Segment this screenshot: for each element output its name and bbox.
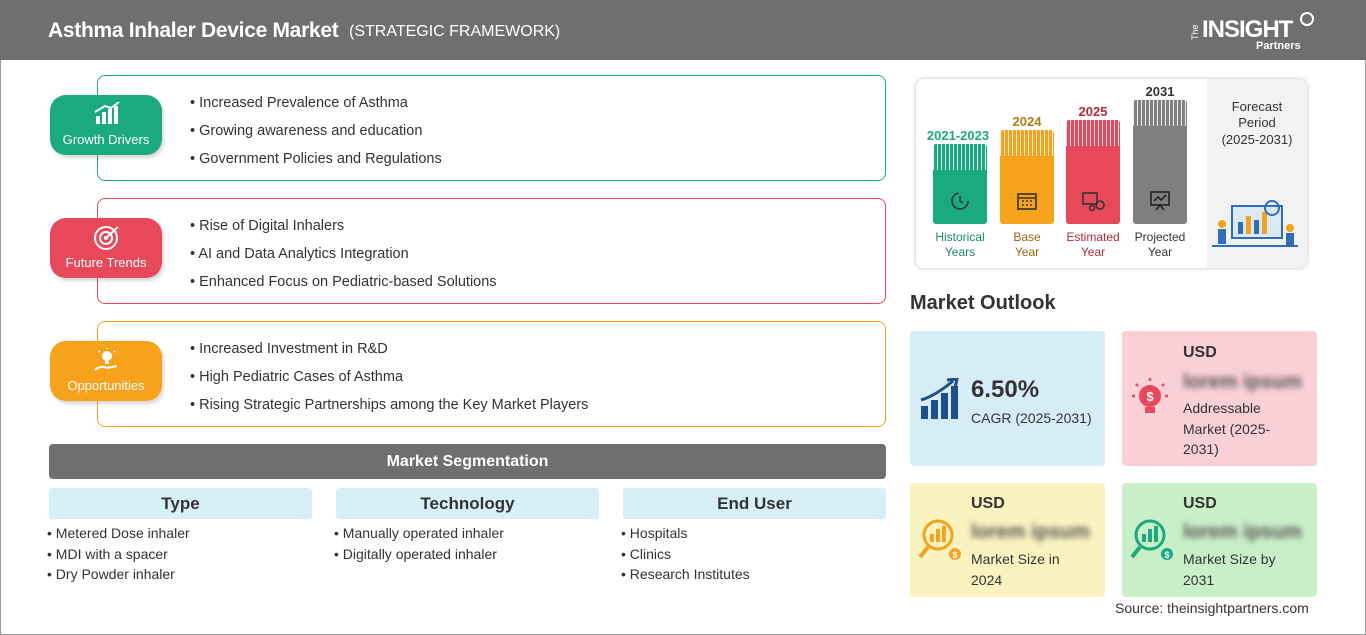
growth-drivers-label: Growth Drivers: [62, 132, 150, 147]
market-outlook-title: Market Outlook: [910, 292, 1056, 314]
magnifier-chart-icon: $: [1130, 519, 1173, 560]
page-title: Asthma Inhaler Device Market: [48, 19, 339, 42]
list-item: Enhanced Focus on Pediatric-based Soluti…: [190, 274, 496, 302]
bar-year-estimated: 2025: [1078, 104, 1108, 119]
list-item: Manually operated inhaler: [334, 525, 504, 546]
segment-list-technology: Manually operated inhaler Digitally oper…: [334, 525, 504, 566]
list-item: Dry Powder inhaler: [47, 566, 190, 587]
list-item: Growing awareness and education: [190, 123, 442, 151]
list-item: High Pediatric Cases of Asthma: [190, 369, 588, 397]
size-2024-usd: USD: [971, 495, 1005, 512]
list-item: Rising Strategic Partnerships among the …: [190, 397, 588, 425]
list-item: Research Institutes: [621, 566, 750, 587]
cagr-label: CAGR (2025-2031): [971, 410, 1092, 426]
list-item: Government Policies and Regulations: [190, 151, 442, 179]
projection-board-icon: [1150, 191, 1170, 211]
future-trends-list: Rise of Digital Inhalers AI and Data Ana…: [190, 218, 497, 302]
growth-chart-icon: [94, 102, 120, 124]
forecast-period-range: (2025-2031): [1221, 132, 1293, 147]
bar-year-historical: 2021-2023: [926, 128, 990, 143]
opportunities-badge: Opportunities: [50, 341, 162, 401]
history-clock-icon: [951, 192, 969, 210]
size-2031-value: lorem ipsum: [1183, 521, 1302, 543]
size-2024-value: lorem ipsum: [971, 521, 1090, 543]
size-2024-label: Market Size in 2024: [971, 551, 1060, 588]
idea-dollar-icon: $: [1132, 378, 1168, 413]
future-trends-box: Rise of Digital Inhalers AI and Data Ana…: [97, 198, 886, 304]
estimate-gears-icon: [1082, 192, 1105, 212]
analytics-people-icon: [1212, 200, 1298, 247]
market-size-2024-card: $ USD lorem ipsum Market Size in 2024: [910, 483, 1105, 597]
insight-partners-logo: The INSIGHT Partners: [1190, 10, 1315, 54]
list-item: Rise of Digital Inhalers: [190, 218, 497, 246]
future-trends-label: Future Trends: [65, 255, 147, 270]
future-trends-badge: Future Trends: [50, 218, 162, 278]
bar-estimated: [1066, 120, 1120, 224]
bar-base: [1000, 130, 1054, 224]
lightbulb-hand-icon: [94, 348, 118, 371]
size-2031-label: Market Size by 2031: [1183, 551, 1276, 588]
addressable-usd: USD: [1183, 344, 1217, 361]
opportunities-label: Opportunities: [67, 378, 145, 393]
segment-heading-end-user: End User: [623, 488, 886, 519]
calendar-icon: [1017, 193, 1037, 210]
addressable-label: Addressable Market (2025-2031): [1183, 400, 1271, 457]
timeline-panel: Forecast Period (2025-2031) 2021-2023 Hi…: [916, 79, 1307, 268]
list-item: Digitally operated inhaler: [334, 546, 504, 567]
list-item: Hospitals: [621, 525, 750, 546]
target-icon: [94, 226, 119, 250]
forecast-period-label: Forecast Period: [1231, 99, 1283, 130]
magnifier-chart-icon: $: [918, 519, 961, 560]
addressable-value: lorem ipsum: [1183, 371, 1302, 393]
header-bar: Asthma Inhaler Device Market (STRATEGIC …: [0, 0, 1366, 60]
list-item: Increased Investment in R&D: [190, 341, 588, 369]
bar-year-projected: 2031: [1145, 84, 1175, 99]
opportunities-list: Increased Investment in R&D High Pediatr…: [190, 341, 588, 425]
opportunities-box: Increased Investment in R&D High Pediatr…: [97, 321, 886, 427]
size-2031-usd: USD: [1183, 495, 1217, 512]
bar-projected: [1133, 100, 1187, 224]
list-item: AI and Data Analytics Integration: [190, 246, 497, 274]
market-size-2031-card: $ USD lorem ipsum Market Size by 2031: [1122, 483, 1317, 597]
svg-text:$: $: [952, 550, 957, 560]
growth-drivers-badge: Growth Drivers: [50, 95, 162, 155]
list-item: Metered Dose inhaler: [47, 525, 190, 546]
addressable-market-card: $ USD lorem ipsum Addressable Market (20…: [1122, 331, 1317, 466]
list-item: Clinics: [621, 546, 750, 567]
segment-heading-technology: Technology: [336, 488, 599, 519]
segmentation-title: Market Segmentation: [49, 444, 886, 479]
svg-text:$: $: [1164, 550, 1169, 560]
segment-heading-type: Type: [49, 488, 312, 519]
list-item: Increased Prevalence of Asthma: [190, 95, 442, 123]
bar-historical: [933, 144, 987, 224]
source-citation: Source: theinsightpartners.com: [1115, 600, 1309, 616]
svg-text:$: $: [1146, 389, 1154, 404]
segment-list-type: Metered Dose inhaler MDI with a spacer D…: [47, 525, 190, 587]
page-subtitle: (STRATEGIC FRAMEWORK): [349, 23, 561, 40]
cagr-card: 6.50% CAGR (2025-2031): [910, 331, 1105, 466]
bar-year-base: 2024: [1012, 114, 1042, 129]
segment-list-end-user: Hospitals Clinics Research Institutes: [621, 525, 750, 587]
cagr-value: 6.50%: [971, 376, 1040, 403]
list-item: MDI with a spacer: [47, 546, 190, 567]
growth-drivers-box: Increased Prevalence of Asthma Growing a…: [97, 75, 886, 181]
growth-drivers-list: Increased Prevalence of Asthma Growing a…: [190, 95, 442, 179]
growth-bars-icon: [920, 378, 959, 419]
